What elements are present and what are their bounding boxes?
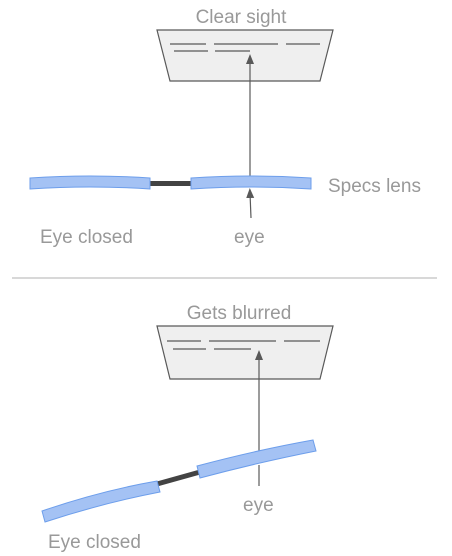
top-vision-board [156, 29, 334, 82]
bottom-eye-label: eye [243, 495, 274, 516]
bottom-right-lens [196, 439, 317, 479]
top-title: Clear sight [196, 7, 288, 28]
bottom-panel: Gets blurred eye Eye closed [41, 303, 334, 553]
top-eye-label: eye [234, 227, 265, 248]
top-closed-eye-label: Eye closed [40, 227, 133, 248]
top-lens-label: Specs lens [328, 176, 421, 197]
bottom-closed-eye-label: Eye closed [48, 532, 141, 553]
top-panel: Clear sight Specs lens Eye closed eye [29, 7, 421, 248]
top-glasses-bridge [148, 181, 192, 186]
bottom-glasses-bridge [156, 469, 201, 487]
top-right-lens [190, 175, 312, 190]
bottom-vision-board [156, 325, 334, 380]
bottom-title: Gets blurred [187, 303, 292, 324]
bottom-left-lens [41, 480, 161, 523]
top-eye-pointer [246, 188, 255, 219]
top-left-lens [29, 175, 151, 190]
